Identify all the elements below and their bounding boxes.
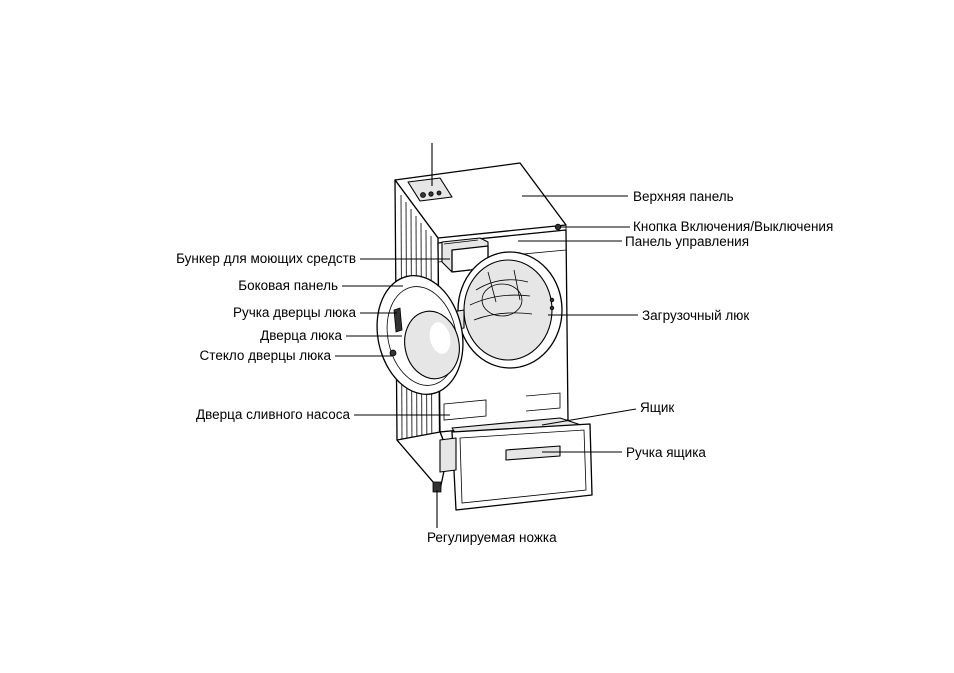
- label-door: Дверца люка: [260, 328, 342, 343]
- label-control-panel: Панель управления: [625, 234, 749, 249]
- label-power-button: Кнопка Включения/Выключения: [633, 219, 833, 234]
- top-control-knob: [421, 193, 426, 198]
- label-loading-hatch: Загрузочный люк: [642, 308, 749, 323]
- top-control-knob-3: [437, 191, 441, 195]
- label-detergent-drawer: Бункер для моющих средств: [176, 251, 356, 266]
- top-control-knob-2: [429, 192, 433, 196]
- label-pump-door: Дверца сливного насоса: [196, 407, 350, 422]
- hatch-latch-2: [550, 306, 554, 310]
- label-drawer-handle: Ручка ящика: [626, 445, 706, 460]
- label-top-panel: Верхняя панель: [633, 189, 734, 204]
- label-door-glass: Стекло дверцы люка: [200, 348, 332, 363]
- label-drawer: Ящик: [640, 400, 674, 415]
- loading-hatch-opening: [464, 260, 552, 360]
- hatch-latch: [550, 298, 554, 302]
- door-glass-knob: [390, 350, 396, 356]
- label-door-handle: Ручка дверцы люка: [233, 305, 357, 320]
- power-button-shape: [555, 224, 561, 230]
- label-adjustable-foot: Регулируемая ножка: [427, 530, 557, 545]
- drawer-side: [440, 438, 456, 472]
- label-side-panel: Боковая панель: [238, 278, 338, 293]
